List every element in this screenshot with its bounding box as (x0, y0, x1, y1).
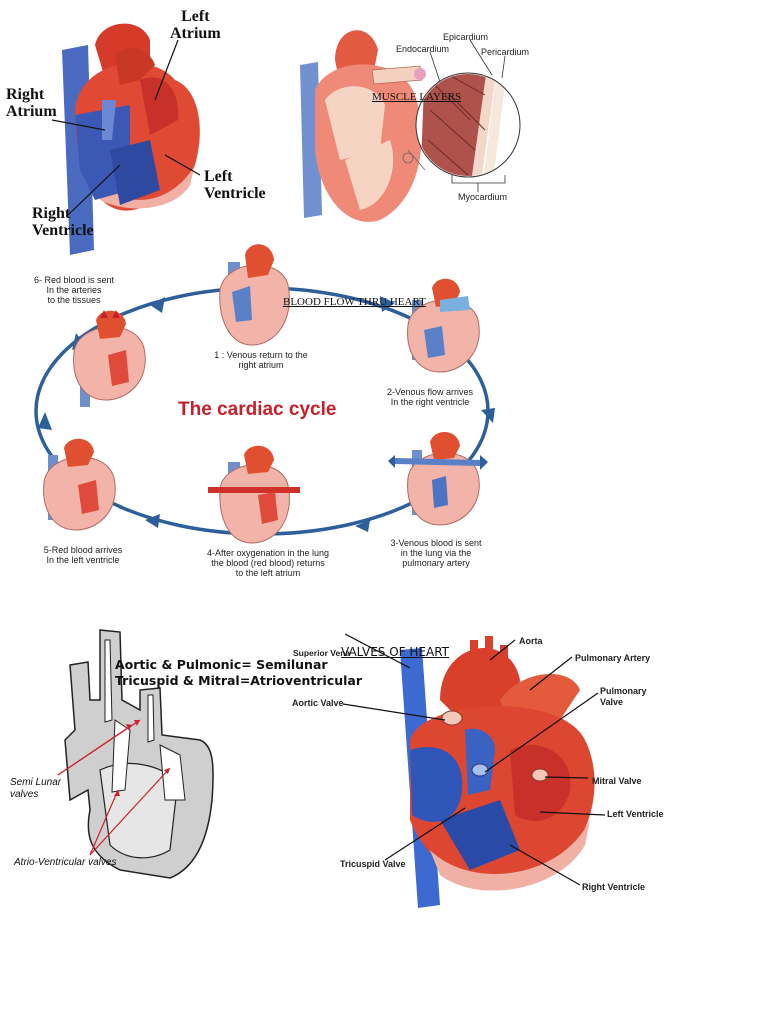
label-aortic-valve: Aortic Valve (292, 698, 344, 708)
label-pericardium: Pericardium (481, 47, 530, 57)
step-3-text: 3-Venous blood is sent in the lung via t… (390, 538, 482, 568)
step-5-text: 5-Red blood arrives In the left ventricl… (43, 545, 123, 565)
caption-valves-of-heart: VALVES OF HEART (341, 645, 450, 659)
semilunar-line: Aortic & Pulmonic= Semilunar (115, 657, 328, 672)
label-endocardium: Endocardium (396, 44, 450, 54)
label-left-ventricle: Left Ventricle (204, 168, 266, 202)
step-2-text: 2-Venous flow arrives In the right ventr… (386, 387, 474, 407)
step-6-text: 6- Red blood is sent In the arteries to … (33, 275, 115, 305)
label-left-atrium: Left Atrium (170, 8, 221, 42)
label-mitral-valve: Mitral Valve (592, 776, 642, 786)
step-4-text: 4-After oxygenation in the lung the bloo… (206, 548, 330, 578)
label-epicardium: Epicardium (443, 32, 489, 42)
atrioventricular-line: Tricuspid & Mitral=Atrioventricular (115, 673, 363, 688)
label-left-ventricle-2: Left Ventricle (607, 809, 664, 819)
label-av-valves: Atrio-Ventricular valves (14, 857, 117, 868)
step-1-text: 1 : Venous return to the right atrium (214, 350, 308, 370)
label-right-atrium: Right Atrium (6, 86, 57, 120)
caption-muscle-layers: MUSCLE LAYERS (372, 91, 462, 103)
label-pulmonary-artery: Pulmonary Artery (575, 653, 651, 663)
label-tricuspid-valve: Tricuspid Valve (340, 859, 406, 869)
cardiac-cycle-title: The cardiac cycle (178, 399, 337, 420)
label-right-ventricle: Right Ventricle (32, 205, 94, 239)
label-superior-vena: Superior Vena (293, 648, 351, 658)
label-myocardium: Myocardium (458, 192, 508, 202)
caption-blood-flow: BLOOD FLOW THRU HEART (283, 296, 426, 308)
label-semi-lunar-valves: Semi Lunar valves (10, 777, 62, 800)
label-pulmonary-valve: Pulmonary Valve (600, 686, 647, 707)
label-aorta: Aorta (519, 636, 543, 646)
label-right-ventricle-2: Right Ventricle (582, 882, 646, 892)
